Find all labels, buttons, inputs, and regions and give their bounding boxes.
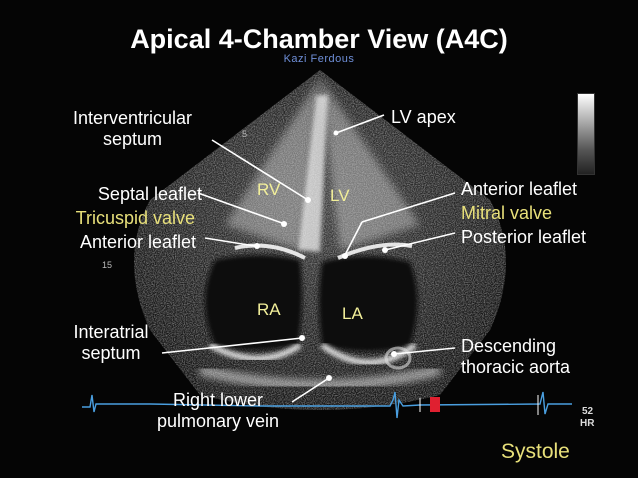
label-interatrial-septum: Interatrial septum	[56, 322, 166, 364]
label-septal-leaflet: Septal leaflet	[97, 184, 202, 204]
annotation-dots	[254, 130, 397, 381]
page-title: Apical 4-Chamber View (A4C)	[130, 24, 508, 54]
label-line: septum	[102, 129, 163, 149]
label-pulmonary-vein: Right lower pulmonary vein	[138, 390, 298, 432]
heart-rate-label: HR	[580, 418, 595, 429]
ecg-strip	[82, 391, 572, 419]
label-anterior-leaflet-mitral: Anterior leaflet	[461, 179, 578, 199]
depth-marker-5: 5	[242, 129, 248, 139]
chamber-lv: LV	[330, 186, 350, 205]
label-lv-apex: LV apex	[391, 107, 456, 127]
chamber-la: LA	[342, 304, 363, 323]
ultrasound-sector	[134, 70, 506, 410]
label-line: Right lower	[172, 390, 264, 410]
label-line: septum	[81, 343, 141, 363]
cardiac-phase-label: Systole	[501, 440, 570, 463]
label-line: Descending	[461, 336, 557, 356]
annotation-lines	[161, 114, 456, 403]
chamber-rv: RV	[257, 180, 281, 199]
label-tricuspid-valve: Tricuspid valve	[75, 208, 195, 228]
label-line: thoracic aorta	[461, 357, 571, 377]
label-mitral-valve: Mitral valve	[461, 203, 553, 223]
grayscale-bar	[577, 93, 595, 175]
label-descending-aorta: Descending thoracic aorta	[461, 336, 570, 378]
label-posterior-leaflet: Posterior leaflet	[461, 227, 587, 247]
label-line: Interatrial	[73, 322, 149, 342]
label-line: pulmonary vein	[156, 411, 280, 431]
label-interventricular-septum: Interventricular septum	[50, 108, 215, 150]
label-line: Interventricular	[72, 108, 193, 128]
label-anterior-leaflet-tricuspid: Anterior leaflet	[79, 232, 196, 252]
depth-marker-15: 15	[102, 260, 113, 270]
heart-rate-value: 52	[582, 406, 594, 417]
ecg-marker	[430, 397, 440, 412]
chamber-ra: RA	[257, 300, 281, 319]
author-credit: Kazi Ferdous	[283, 53, 355, 65]
